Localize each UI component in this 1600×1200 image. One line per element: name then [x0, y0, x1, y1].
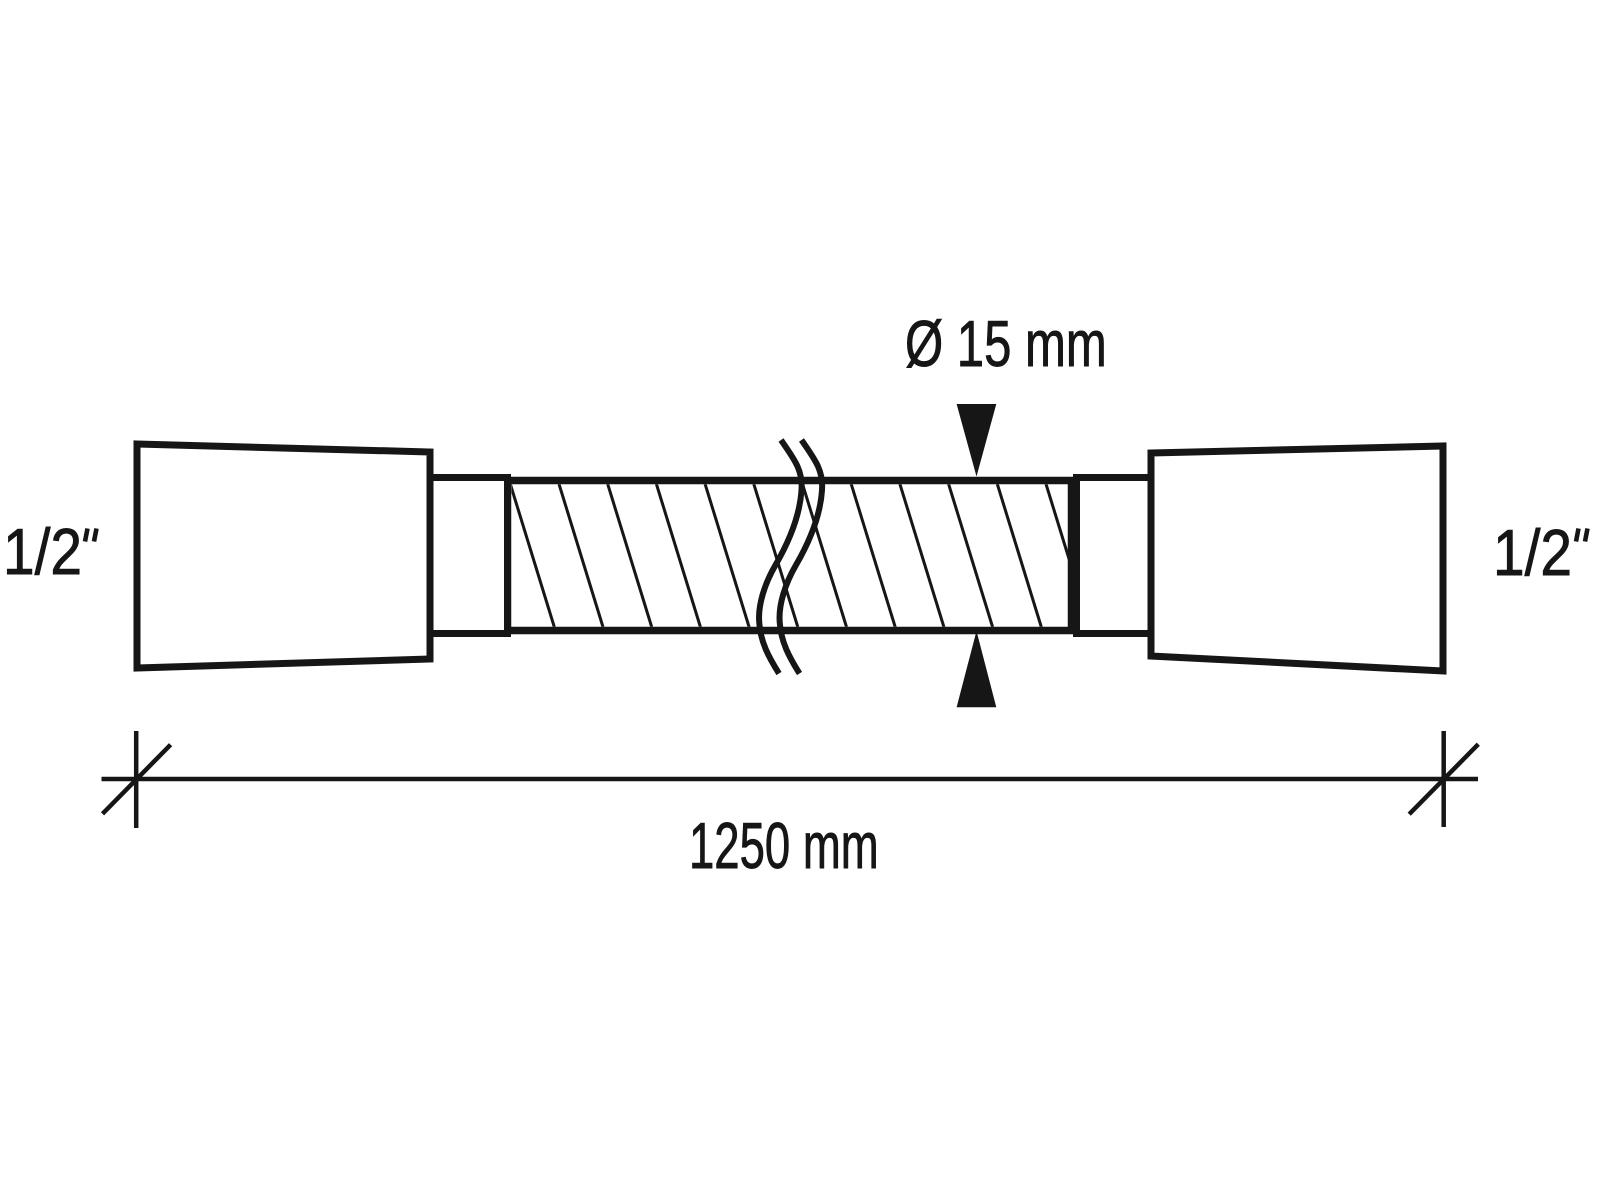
svg-text:Ø 15 mm: Ø 15 mm — [905, 308, 1107, 380]
svg-text:1/2: 1/2 — [3, 515, 82, 587]
svg-text:1/2: 1/2 — [1493, 516, 1572, 588]
svg-text:1250 mm: 1250 mm — [689, 809, 879, 882]
